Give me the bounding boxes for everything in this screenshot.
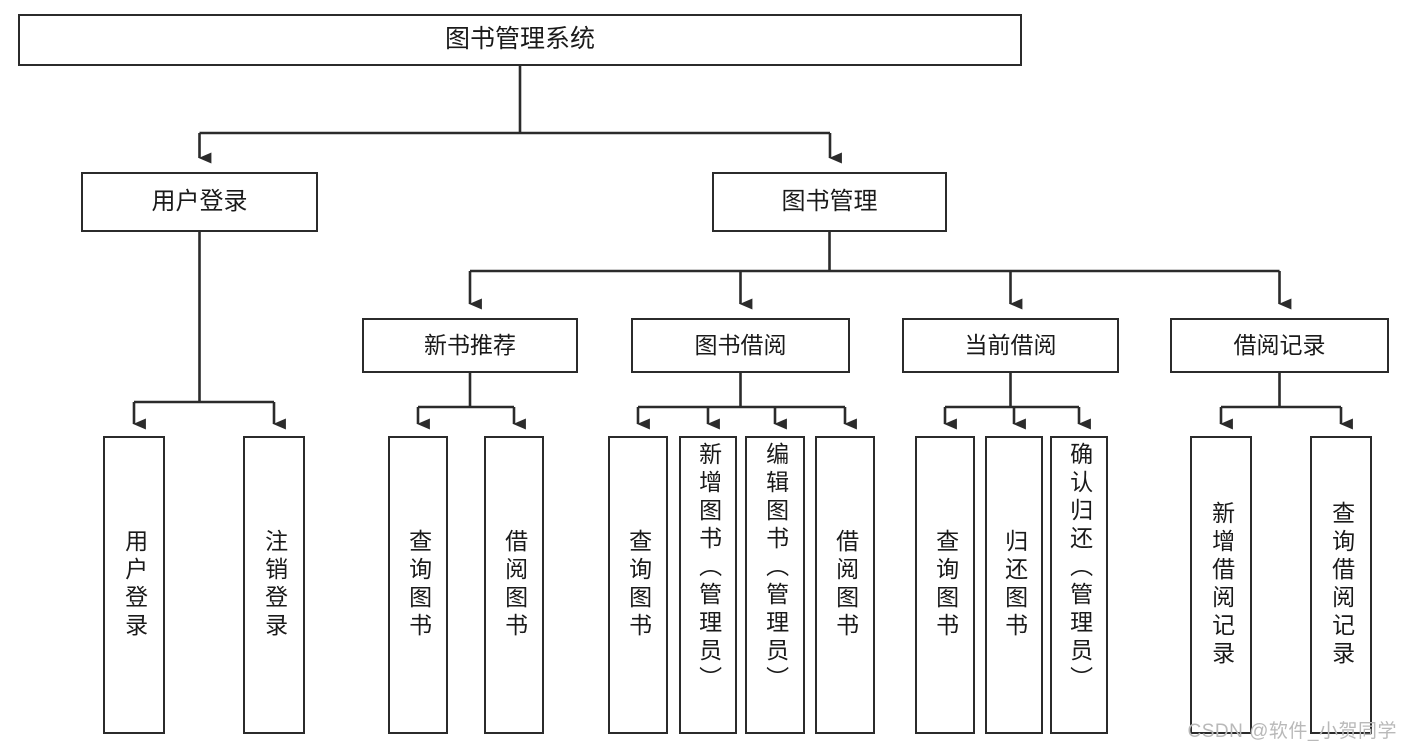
leaf-return-book-label: 归还图书 xyxy=(1001,529,1028,641)
leaf-borrow-book-label: 借阅图书 xyxy=(832,529,859,641)
csdn-watermark: CSDN @软件_小贺同学 xyxy=(1187,721,1397,742)
leaf-add-book-admin[interactable]: 新增图书（管理员） xyxy=(679,436,737,734)
leaf-query-book-borrow-label: 查询图书 xyxy=(625,529,652,641)
leaf-query-borrow-record[interactable]: 查询借阅记录 xyxy=(1310,436,1372,734)
node-book-management-label: 图书管理 xyxy=(781,187,878,215)
node-borrow-record[interactable]: 借阅记录 xyxy=(1170,318,1389,373)
node-user-login-label: 用户登录 xyxy=(151,187,248,215)
leaf-add-borrow-record[interactable]: 新增借阅记录 xyxy=(1190,436,1252,734)
leaf-return-book[interactable]: 归还图书 xyxy=(985,436,1043,734)
leaf-borrow-book-recommend-label: 借阅图书 xyxy=(501,529,528,641)
node-borrow-record-label: 借阅记录 xyxy=(1233,331,1326,358)
leaf-query-book-recommend-label: 查询图书 xyxy=(405,529,432,641)
leaf-logout[interactable]: 注销登录 xyxy=(243,436,305,734)
leaf-query-book-recommend[interactable]: 查询图书 xyxy=(388,436,448,734)
leaf-query-borrow-record-label: 查询借阅记录 xyxy=(1328,501,1355,669)
node-new-book-recommend[interactable]: 新书推荐 xyxy=(362,318,578,373)
node-user-login[interactable]: 用户登录 xyxy=(81,172,318,232)
node-book-borrow[interactable]: 图书借阅 xyxy=(631,318,850,373)
leaf-edit-book-admin-label: 编辑图书（管理员） xyxy=(762,442,789,694)
node-new-book-recommend-label: 新书推荐 xyxy=(424,331,516,358)
leaf-edit-book-admin[interactable]: 编辑图书（管理员） xyxy=(745,436,805,734)
leaf-confirm-return-admin-label: 确认归还（管理员） xyxy=(1066,442,1093,694)
leaf-logout-label: 注销登录 xyxy=(261,529,288,641)
node-current-borrow-label: 当前借阅 xyxy=(964,331,1057,358)
leaf-confirm-return-admin[interactable]: 确认归还（管理员） xyxy=(1050,436,1108,734)
leaf-add-borrow-record-label: 新增借阅记录 xyxy=(1208,501,1235,669)
node-root-label: 图书管理系统 xyxy=(444,25,595,54)
node-book-borrow-label: 图书借阅 xyxy=(694,331,787,358)
leaf-query-book-current-label: 查询图书 xyxy=(932,529,959,641)
leaf-borrow-book[interactable]: 借阅图书 xyxy=(815,436,875,734)
leaf-borrow-book-recommend[interactable]: 借阅图书 xyxy=(484,436,544,734)
node-root[interactable]: 图书管理系统 xyxy=(18,14,1022,66)
node-book-management[interactable]: 图书管理 xyxy=(712,172,947,232)
leaf-user-login-label: 用户登录 xyxy=(121,529,148,641)
node-current-borrow[interactable]: 当前借阅 xyxy=(902,318,1119,373)
leaf-add-book-admin-label: 新增图书（管理员） xyxy=(695,442,722,694)
leaf-query-book-borrow[interactable]: 查询图书 xyxy=(608,436,668,734)
leaf-query-book-current[interactable]: 查询图书 xyxy=(915,436,975,734)
leaf-user-login[interactable]: 用户登录 xyxy=(103,436,165,734)
